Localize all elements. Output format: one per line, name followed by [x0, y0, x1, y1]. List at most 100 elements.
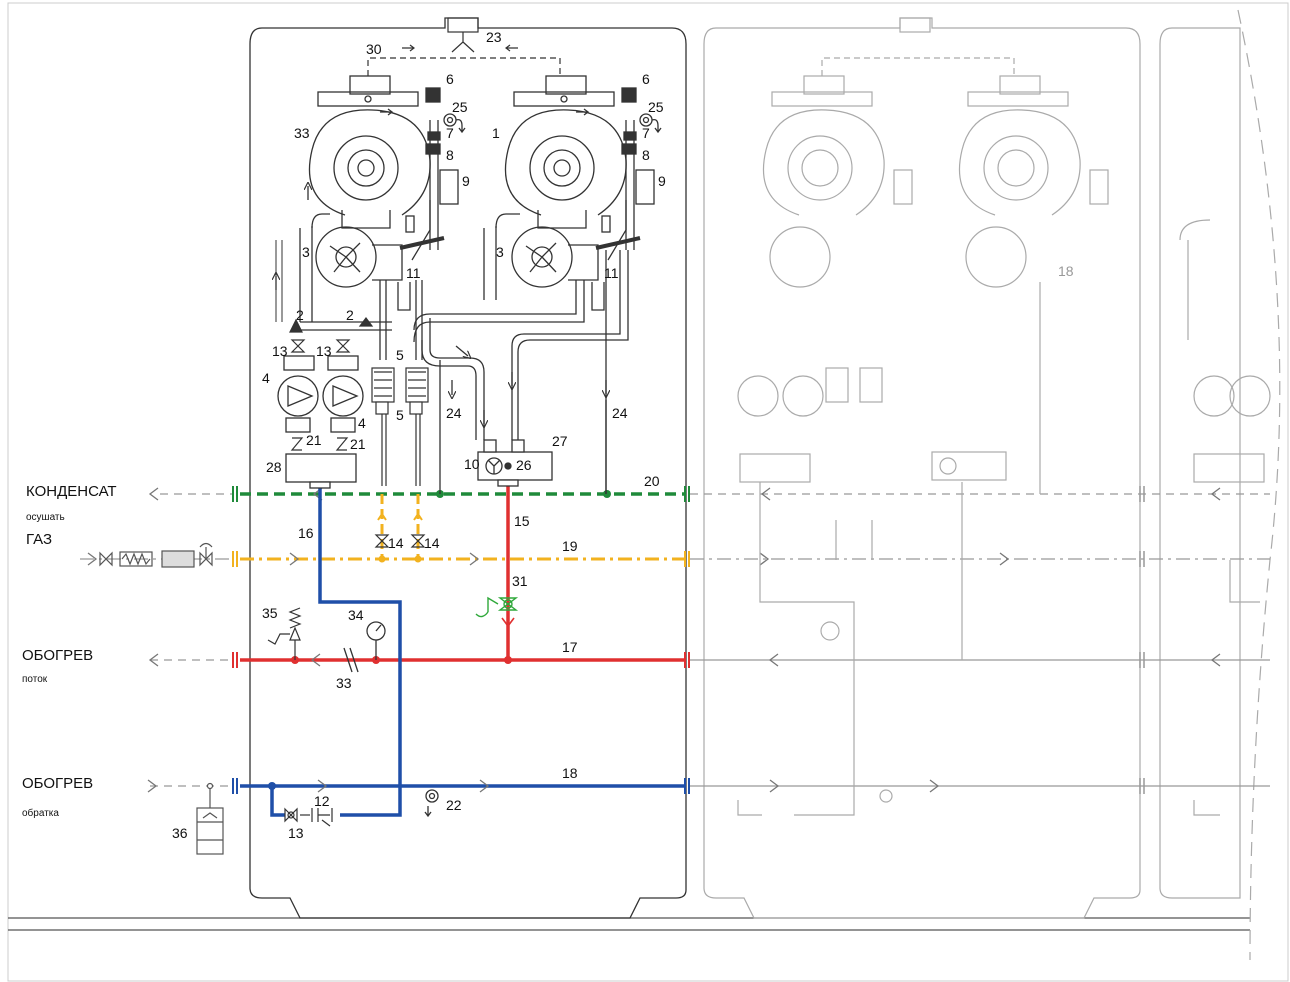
- callout-7a: 7: [446, 125, 454, 141]
- callout-18: 18: [562, 765, 578, 781]
- fan-icon: [315, 226, 377, 288]
- label-condensate: КОНДЕНСАТ: [26, 483, 117, 500]
- callout-9b: 9: [658, 173, 666, 189]
- air-vent-icon: [424, 789, 439, 818]
- callout-30: 30: [366, 41, 382, 57]
- boiler-cabinet-ghost-3: [1159, 9, 1281, 961]
- callout-24a: 24: [446, 405, 462, 421]
- callout-3a: 3: [302, 244, 310, 260]
- label-flow: ОБОГРЕВ: [22, 647, 93, 664]
- callout-8a: 8: [446, 147, 454, 163]
- check-valve-icon: [290, 437, 349, 451]
- safety-valve-icon: [475, 596, 519, 618]
- callout-5a: 5: [396, 347, 404, 363]
- bypass-valve-icon: [284, 807, 333, 827]
- boiler-cabinet-main: [249, 17, 687, 919]
- callout-1: 1: [492, 125, 500, 141]
- callout-26: 26: [516, 457, 532, 473]
- expansion-tank-icon: [196, 782, 224, 855]
- callout-24b: 24: [612, 405, 628, 421]
- flow-arrow: [501, 617, 515, 628]
- callout-18-ghost: 18: [1058, 263, 1074, 279]
- callout-19: 19: [562, 538, 578, 554]
- page-frame: [7, 2, 1289, 982]
- callout-31: 31: [512, 573, 528, 589]
- label-flow-sub: поток: [22, 674, 48, 685]
- callout-36: 36: [172, 825, 188, 841]
- callout-14a: 14: [388, 535, 404, 551]
- label-condensate-sub: осушать: [26, 512, 65, 523]
- callout-23: 23: [486, 29, 502, 45]
- callout-7b: 7: [642, 125, 650, 141]
- condensate-trap-11: [397, 282, 411, 311]
- flue-header: [367, 17, 561, 76]
- air-vent-valve: [425, 87, 441, 103]
- callout-2a: 2: [296, 307, 304, 323]
- pressure-gauge-icon: [366, 621, 386, 660]
- callout-6b: 6: [642, 71, 650, 87]
- callout-21a: 21: [306, 432, 322, 448]
- callout-25a: 25: [452, 99, 468, 115]
- callout-13b: 13: [316, 343, 332, 359]
- flanges-ghost: [1139, 486, 1145, 794]
- callout-17: 17: [562, 639, 578, 655]
- ball-valve-icon: [289, 317, 374, 353]
- return-junction-node: [268, 782, 276, 790]
- ghost-boiler-module: [737, 17, 1271, 816]
- callout-14b: 14: [424, 535, 440, 551]
- callout-27: 27: [552, 433, 568, 449]
- flanges: [232, 486, 690, 794]
- callout-34: 34: [348, 607, 364, 623]
- strainer-icon: [343, 647, 359, 673]
- callout-13a: 13: [272, 343, 288, 359]
- callout-4a: 4: [262, 370, 270, 386]
- interconnect-pipes: [276, 186, 629, 494]
- ball-valve-icon: [99, 551, 113, 567]
- callout-13c: 13: [288, 825, 304, 841]
- callout-5b: 5: [396, 407, 404, 423]
- return-riser-pipe: [318, 482, 402, 817]
- callout-33b: 33: [336, 675, 352, 691]
- callout-9a: 9: [462, 173, 470, 189]
- callout-4b: 4: [358, 415, 366, 431]
- label-return-sub: обратка: [22, 807, 59, 819]
- callout-33a: 33: [294, 125, 310, 141]
- callout-10: 10: [464, 456, 480, 472]
- gas-inlet-train: [99, 542, 213, 568]
- external-arrows: [87, 487, 1221, 793]
- callout-12: 12: [314, 793, 330, 809]
- callout-28: 28: [266, 459, 282, 475]
- label-return: ОБОГРЕВ: [22, 775, 93, 792]
- return-bypass-pipe: [270, 786, 285, 817]
- callout-16: 16: [298, 525, 314, 541]
- callout-numbers: 1 2 2 3 3 4 4 5 5 6 6 7 7 8 8 9 9 10 11 …: [172, 29, 1074, 841]
- callout-11a: 11: [406, 265, 421, 281]
- heat-exchanger-icon: [308, 109, 431, 216]
- gas-cock-icon: [374, 512, 426, 548]
- callout-35: 35: [262, 605, 278, 621]
- neutralizer-icon: [477, 439, 553, 487]
- callout-25b: 25: [648, 99, 664, 115]
- flue-spigot-left: [349, 75, 391, 95]
- callout-11b: 11: [604, 265, 619, 281]
- flow-junction-node: [504, 656, 512, 664]
- callout-20: 20: [644, 473, 660, 489]
- callout-15: 15: [514, 513, 530, 529]
- boiler-module-left: [275, 75, 466, 360]
- gas-filter-icon: [161, 550, 195, 568]
- controller-box: [439, 169, 459, 205]
- boiler-module-right: [483, 75, 662, 494]
- boiler-cabinet-ghost-2: [703, 17, 1141, 919]
- callout-22: 22: [446, 797, 462, 813]
- callout-21b: 21: [350, 436, 366, 452]
- filter-icon: [119, 551, 153, 567]
- side-labels: КОНДЕНСАТ осушать ГАЗ ОБОГРЕВ поток ОБОГ…: [22, 483, 117, 819]
- callout-6a: 6: [446, 71, 454, 87]
- gas-node-1: [378, 555, 386, 563]
- label-gas: ГАЗ: [26, 531, 52, 548]
- callout-3b: 3: [496, 244, 504, 260]
- gas-node-2: [414, 555, 422, 563]
- pump-icon: [277, 355, 364, 433]
- callout-8b: 8: [642, 147, 650, 163]
